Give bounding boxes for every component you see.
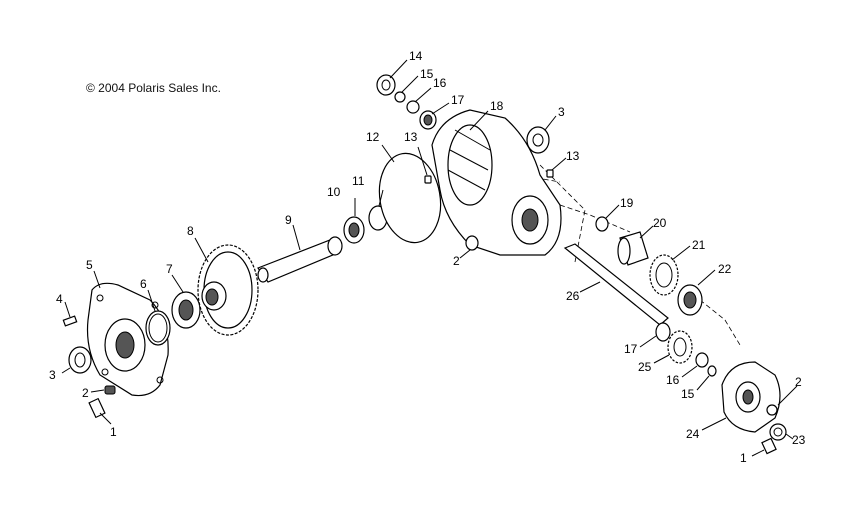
callout-4: 4 (56, 292, 63, 306)
ring-gear-part-8 (197, 244, 259, 336)
seal-part-14 (376, 74, 396, 96)
callout-1: 1 (110, 425, 117, 439)
axis-line (559, 204, 631, 233)
callout-21: 21 (692, 238, 706, 252)
shaft-part-26 (563, 243, 669, 326)
callout-26: 26 (566, 289, 580, 303)
callout-1: 1 (740, 451, 747, 465)
left-cover-part-5 (86, 282, 169, 397)
oring-part-6 (145, 310, 171, 346)
leader-lines (61, 59, 798, 457)
clip-part-15-lower (707, 365, 717, 377)
plug-part-2-right (766, 404, 778, 416)
gear-part-20 (617, 231, 649, 266)
seal-part-3-right (526, 126, 550, 154)
callout-12: 12 (366, 130, 380, 144)
callout-8: 8 (187, 224, 194, 238)
gear-part-25 (667, 330, 693, 364)
seal-part-23 (769, 423, 787, 441)
callout-7: 7 (166, 262, 173, 276)
bearing-part-17-lower (655, 322, 671, 342)
bearing-part-17-upper (419, 110, 437, 130)
callout-18: 18 (490, 99, 504, 113)
callout-16: 16 (666, 373, 680, 387)
bearing-part-7 (171, 291, 201, 329)
plug-part-2-middle (465, 235, 479, 251)
dowel-part-13 (424, 169, 554, 184)
callout-22: 22 (718, 262, 732, 276)
callout-24: 24 (686, 427, 700, 441)
callout-9: 9 (285, 213, 292, 227)
main-housing-part-18 (431, 109, 562, 256)
bearing-part-10 (343, 216, 365, 244)
bushing-part-19 (595, 216, 609, 232)
callout-20: 20 (653, 216, 667, 230)
callout-16: 16 (433, 76, 447, 90)
callout-25: 25 (638, 360, 652, 374)
copyright-notice: © 2004 Polaris Sales Inc. (86, 81, 221, 95)
callout-17: 17 (451, 93, 465, 107)
callout-23: 23 (792, 433, 806, 447)
bearing-part-22 (677, 284, 703, 316)
washer-part-16-lower (695, 352, 709, 368)
callout-13: 13 (566, 149, 580, 163)
callout-19: 19 (620, 196, 634, 210)
callout-10: 10 (327, 185, 341, 199)
callout-14: 14 (409, 49, 423, 63)
callout-17: 17 (624, 342, 638, 356)
seal-part-3-left (68, 346, 92, 374)
gear-part-21 (649, 254, 679, 296)
bolt-part-1-right (761, 437, 777, 455)
callout-2: 2 (453, 254, 460, 268)
bolt-part-4 (62, 315, 78, 327)
callout-6: 6 (140, 277, 147, 291)
callout-15: 15 (420, 67, 434, 81)
right-cover-part-24 (721, 361, 781, 433)
shaft-part-9 (257, 236, 343, 283)
axis-line (699, 299, 741, 346)
clip-part-15-upper (394, 91, 406, 103)
callout-3: 3 (558, 105, 565, 119)
callout-15: 15 (681, 387, 695, 401)
nut-part-2-left (104, 385, 116, 395)
axis-line (539, 164, 586, 263)
washer-part-16-upper (406, 100, 420, 114)
callout-13: 13 (404, 130, 418, 144)
callout-3: 3 (49, 368, 56, 382)
callout-11: 11 (352, 174, 365, 188)
callout-2: 2 (795, 375, 802, 389)
callout-5: 5 (86, 258, 93, 272)
callout-2: 2 (82, 386, 89, 400)
bolt-part-1-left (88, 397, 106, 419)
